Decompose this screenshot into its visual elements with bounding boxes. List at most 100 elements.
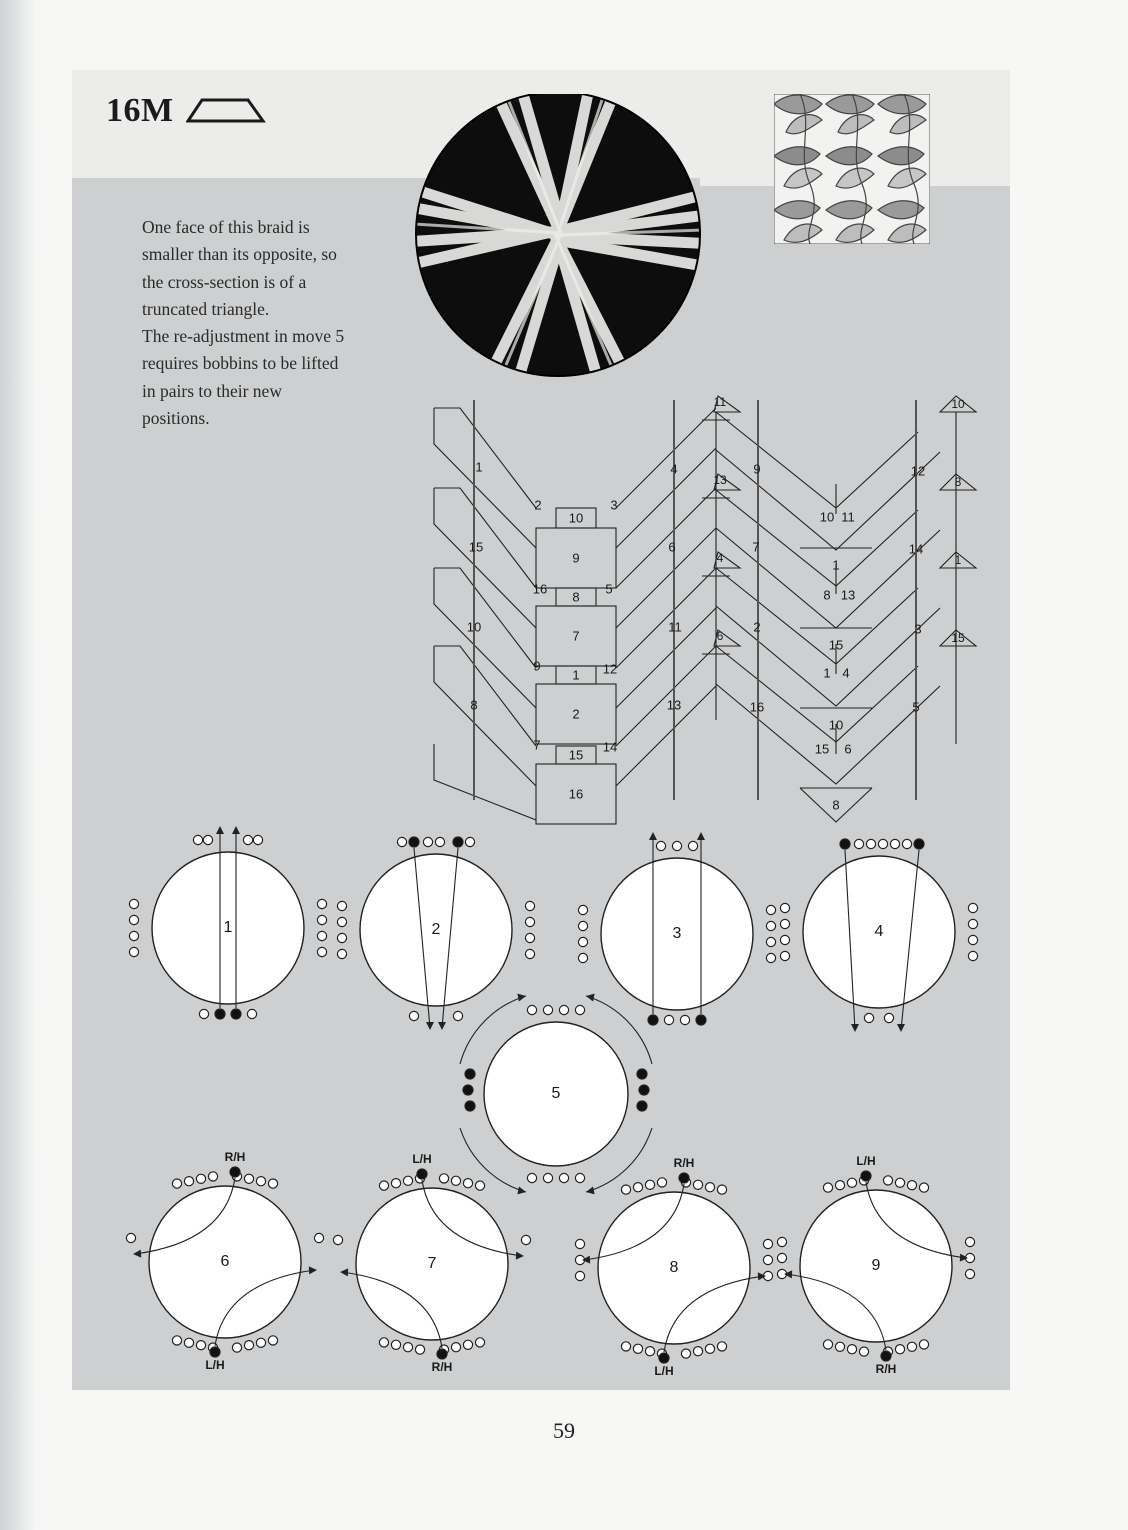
bobbin [524,916,536,928]
bobbin [779,950,791,962]
strand-label: 11 [841,509,855,524]
hand-label: L/H [856,1154,875,1168]
arrow-head [308,1266,317,1275]
strand-label: 6 [668,539,675,554]
strand-box-label: 8 [832,797,839,812]
move-number: 4 [875,923,884,940]
triangle-label: 15 [951,631,965,645]
strand-label: 4 [842,665,849,680]
bobbin [882,1175,894,1186]
hand-label: R/H [674,1156,695,1170]
bobbin [692,1345,704,1357]
strand-box-label: 8 [572,589,579,604]
bobbin [474,1337,486,1348]
triangle-label: 4 [717,551,724,565]
bobbin [762,1254,774,1266]
bobbin [434,836,446,848]
active-bobbin [636,1100,648,1112]
active-bobbin [408,836,420,848]
bobbin [252,834,264,846]
bobbin [183,1337,195,1349]
bobbin [520,1234,532,1246]
bobbin [964,1268,976,1280]
active-bobbin [860,1170,872,1182]
hand-label: L/H [654,1364,673,1378]
bobbin [255,1337,267,1349]
arrow-head [438,1022,446,1030]
triangle-marker [938,473,978,491]
arrow-head [586,993,595,1002]
bobbin [526,1172,538,1184]
disk [148,1185,302,1339]
arrow-head [649,832,657,840]
strand-box-label: 7 [572,628,579,643]
strand-label: 14 [603,739,617,754]
bobbin [656,1177,668,1188]
disk [355,1187,509,1341]
band-edge [434,645,537,747]
bobbin [692,1179,704,1191]
bobbin [242,834,254,846]
strand-box-label: 15 [569,747,583,762]
band-edge [799,787,873,823]
bobbin [128,946,140,958]
active-bobbin [636,1068,648,1080]
band-edge [433,568,537,709]
active-bobbin [214,1008,226,1020]
description-line: the cross-section is of a [142,271,307,292]
bobbin [198,1008,210,1020]
band-edge [615,607,717,709]
triangle-marker [713,395,742,413]
bobbin [202,834,214,846]
bobbin [632,1181,644,1193]
disk [359,853,513,1007]
bobbin [716,1341,728,1352]
bobbin [558,1004,570,1016]
bobbin [822,1339,834,1350]
bobbin [644,1179,656,1191]
strand-box [535,763,617,825]
bobbin [526,1004,538,1016]
active-bobbin [464,1100,476,1112]
bobbin [574,1238,586,1250]
bobbin [316,930,328,942]
bobbin [765,936,777,948]
strand-label: 11 [668,619,682,634]
bobbin [231,1342,243,1353]
bobbin [316,898,328,910]
band-edge [615,685,717,787]
band-edge [615,645,717,747]
bobbin [332,1234,344,1246]
arrow-head [582,1255,591,1264]
active-bobbin [913,838,925,850]
strand-box-label: 1 [832,557,839,572]
active-bobbin [464,1068,476,1080]
bobbin [542,1004,554,1016]
strand-label: 16 [533,581,547,596]
bobbin [853,838,865,850]
move-5-diagram: 5 [459,993,653,1195]
arrow-head [340,1268,349,1277]
bobbin [671,840,683,852]
bobbin [452,1010,464,1022]
description-line: requires bobbins to be lifted [142,353,339,374]
arrow-head [784,1270,793,1279]
braid-description: One face of this braid is smaller than i… [142,214,404,432]
bobbin [967,902,979,914]
move-number: 3 [673,925,682,942]
bobbin [762,1238,774,1250]
bobbin [267,1335,279,1346]
bobbin [964,1236,976,1248]
strand-label: 15 [815,741,829,756]
band-edge [433,646,537,787]
braid-code-title: 16M [106,92,174,129]
strand-label: 1 [475,459,482,474]
active-bobbin [462,1084,474,1096]
move-number: 8 [670,1259,679,1276]
bobbin [542,1172,554,1184]
bobbin [450,1175,462,1187]
active-bobbin [658,1352,670,1364]
bobbin [776,1252,788,1264]
bobbin [663,1014,675,1026]
bobbin [906,1341,918,1353]
